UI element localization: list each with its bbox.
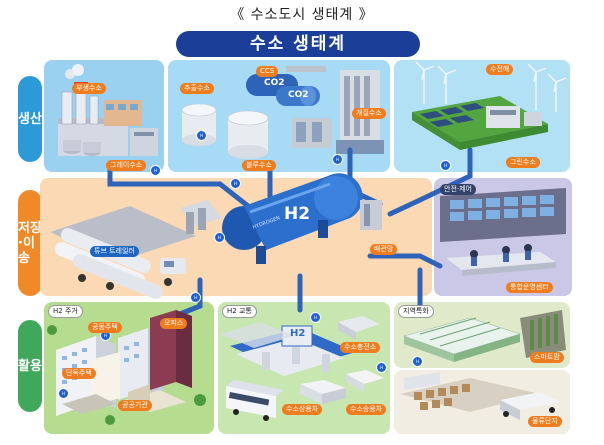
label-grey-hydrogen: 그레이수소	[106, 160, 147, 171]
h2-molecule-icon: H	[190, 292, 201, 303]
label-logistics-complex: 물류단지	[528, 416, 562, 427]
label-extracted-hydrogen: 추출수소	[180, 83, 214, 94]
hydrogen-tank	[180, 173, 382, 264]
panel-extracted	[168, 60, 390, 172]
label-smart-farm: 스마트팜	[530, 352, 564, 363]
label-electrolysis: 수전해	[486, 64, 514, 75]
housing-buildings	[47, 310, 206, 425]
extraction-plant	[181, 66, 384, 159]
label-green-hydrogen: 그린수소	[506, 157, 540, 168]
ecosystem-banner: 수소 생태계	[176, 31, 420, 57]
h2-molecule-icon: H	[150, 165, 161, 176]
label-public-housing: 공동주택	[88, 322, 122, 333]
h2-molecule-icon: H	[196, 130, 207, 141]
label-reforming-hydrogen: 개질수소	[352, 108, 386, 119]
label-regional-specialization: 지역특화	[398, 305, 434, 318]
h2-molecule-icon: H	[412, 356, 423, 367]
label-office: 오피스	[160, 318, 188, 329]
label-hydrogen-charging-station: 수소충전소	[340, 342, 381, 353]
label-hydrogen-commercial-vehicle: 수소상용차	[282, 404, 323, 415]
stage-production-label: 생산	[18, 111, 42, 127]
label-detached-house: 단독주택	[62, 368, 96, 379]
label-safety-control: 안전·제어	[440, 184, 476, 195]
h2-molecule-icon: H	[58, 388, 69, 399]
label-pipeline-network: 배관망	[370, 244, 398, 255]
page-title: 《 수소도시 생태계 》	[230, 7, 374, 23]
cars	[300, 316, 384, 404]
stage-storage-label: 저장·이송	[18, 220, 42, 266]
label-h2-housing: H2 주거	[48, 305, 83, 318]
label-byproduct-hydrogen: 부생수소	[72, 83, 106, 94]
tank-h2-mark: H2	[284, 204, 311, 224]
h2-molecule-icon: H	[332, 154, 343, 165]
smart-farm	[403, 310, 566, 362]
station-h2-sign: H2	[290, 328, 306, 339]
label-ccs: CCS	[256, 66, 279, 77]
label-hydrogen-passenger-car: 수소승용차	[346, 404, 387, 415]
h2-molecule-icon: H	[376, 362, 387, 373]
label-co2-a: CO2	[264, 78, 285, 88]
stage-storage: 저장·이송	[18, 190, 42, 296]
control-room	[440, 188, 566, 276]
label-co2-b: CO2	[288, 90, 309, 100]
stage-utilization-label: 활용	[18, 358, 42, 374]
stage-utilization: 활용	[18, 320, 42, 412]
h2-molecule-icon: H	[230, 178, 241, 189]
label-h2-transport: H2 교통	[222, 305, 257, 318]
label-tube-trailer: 튜브 트레일러	[90, 246, 139, 257]
h2-molecule-icon: H	[310, 312, 321, 323]
logistics-complex	[400, 372, 560, 420]
label-integrated-operation-center: 통합운영센터	[506, 282, 553, 293]
label-public-institution: 공공기관	[118, 400, 152, 411]
stage-production: 생산	[18, 76, 42, 162]
electrolysis-plant	[412, 61, 567, 150]
label-blue-hydrogen: 블루수소	[242, 160, 276, 171]
byproduct-plant	[58, 64, 158, 156]
h2-molecule-icon: H	[440, 160, 451, 171]
transport-scene	[220, 316, 384, 421]
bus	[226, 380, 284, 421]
h2-molecule-icon: H	[214, 232, 225, 243]
